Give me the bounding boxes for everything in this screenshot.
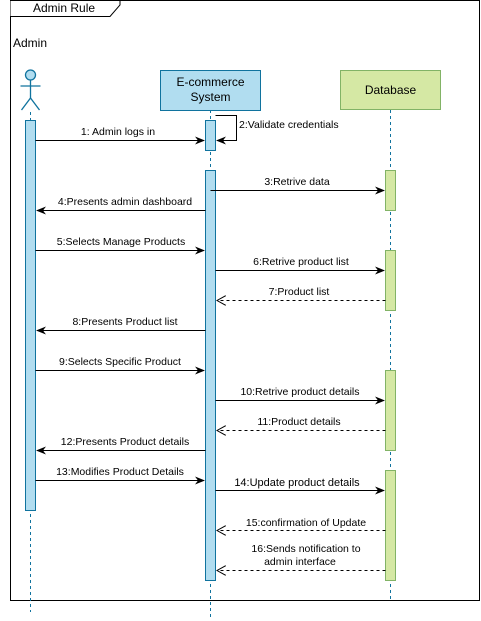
message-10-label: 10:Retrive product details	[240, 386, 359, 398]
message-9-label: 9:Selects Specific Product	[59, 356, 181, 368]
frame-title: Admin Rule	[33, 1, 95, 15]
message-13-label: 13:Modifies Product Details	[56, 466, 184, 478]
database-activation-bar-2	[385, 250, 396, 311]
message-2-label: 2:Validate credentials	[239, 119, 339, 131]
system-participant-box	[160, 70, 261, 111]
message-12-label: 12:Presents Product details	[61, 436, 189, 448]
database-activation-bar-4	[385, 470, 396, 581]
message-7-label: 7:Product list	[269, 286, 330, 298]
frame-title-tab	[10, 0, 121, 17]
admin-activation-bar	[25, 120, 36, 511]
diagram-frame	[10, 0, 480, 601]
message-3-label: 3:Retrive data	[264, 176, 330, 188]
database-activation-bar-1	[385, 170, 396, 211]
message-16-label-line2: admin interface	[264, 556, 336, 568]
message-14-label: 14:Update product details	[234, 477, 360, 489]
system-activation-bar-2	[205, 170, 216, 581]
message-8-label: 8:Presents Product list	[72, 316, 177, 328]
message-11-label: 11:Product details	[257, 416, 340, 428]
message-15-label: 15:confirmation of Update	[246, 517, 366, 529]
message-6-label: 6:Retrive product list	[253, 256, 349, 268]
system-label-line2: System	[190, 90, 230, 104]
message-2-arrow	[215, 115, 237, 145]
database-label: Database	[365, 83, 417, 97]
system-activation-bar-1	[205, 120, 216, 151]
database-activation-bar-3	[385, 370, 396, 451]
message-4-label: 4:Presents admin dashboard	[58, 196, 192, 208]
admin-label: Admin	[13, 36, 47, 50]
message-16-label-line1: 16:Sends notification to	[251, 543, 360, 555]
system-label-line1: E-commerce	[176, 75, 244, 89]
message-1-label: 1: Admin logs in	[81, 126, 155, 138]
message-5-label: 5:Selects Manage Products	[57, 236, 185, 248]
actor-icon	[20, 69, 41, 111]
database-participant-box	[340, 70, 441, 110]
